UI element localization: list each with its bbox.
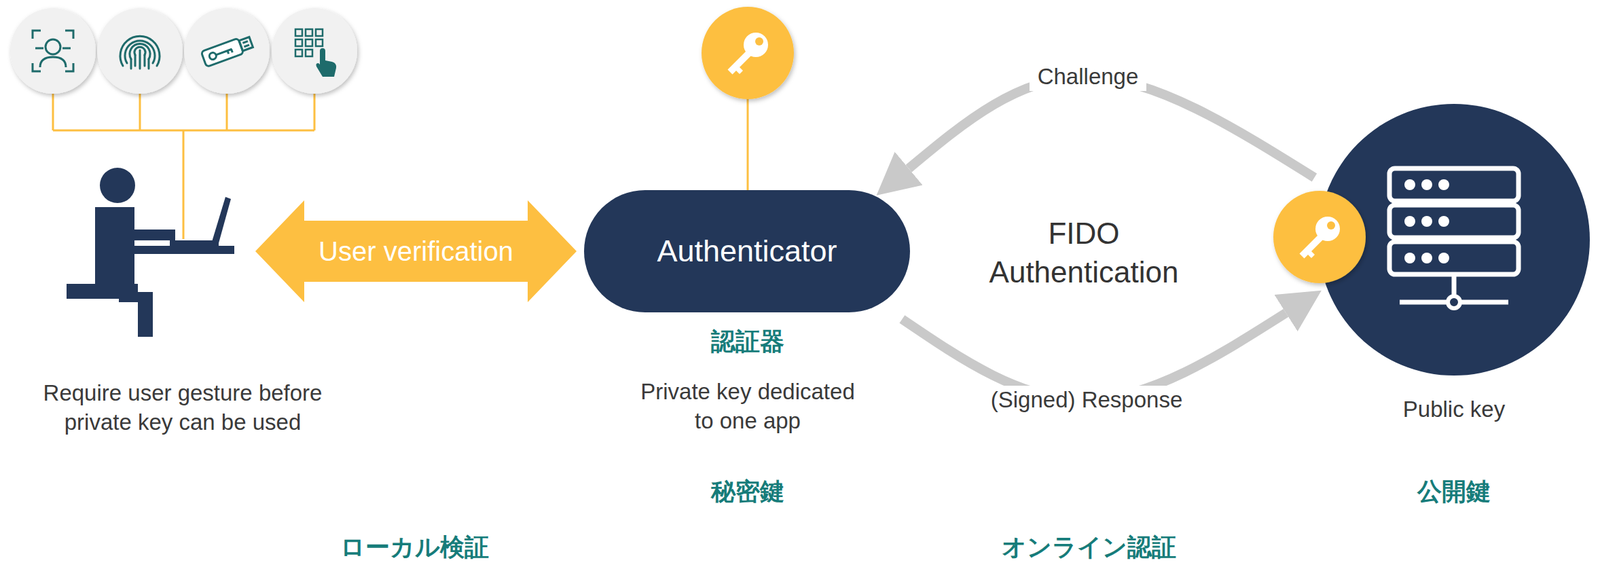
server-icon — [1421, 179, 1433, 191]
server-icon — [1438, 179, 1450, 191]
security-key-icon — [201, 34, 254, 68]
server-icon — [1273, 190, 1366, 284]
server-icon — [1421, 252, 1433, 264]
node-text: Authenticator — [656, 231, 837, 272]
security-key-icon — [184, 8, 270, 94]
section-label: オンライン認証 — [1001, 531, 1177, 565]
node-text: Private key dedicated to one app — [630, 377, 866, 436]
server-icon — [1438, 252, 1450, 264]
method-bracket — [52, 93, 315, 240]
server-icon — [1421, 215, 1433, 227]
server-icon — [1389, 205, 1519, 238]
face-scan-icon — [35, 47, 71, 50]
security-key-icon — [239, 36, 254, 51]
keypad-icon — [271, 8, 358, 94]
authenticator-pill: Authenticator認証器Private key dedicated to… — [584, 190, 911, 313]
server-icon — [1438, 215, 1450, 227]
security-key-icon — [242, 41, 250, 47]
face-scan-icon — [45, 39, 61, 55]
private-key-icon — [747, 99, 750, 192]
japanese-label: 秘密鍵 — [711, 475, 785, 509]
private-key-icon — [728, 32, 769, 75]
security-key-icon — [215, 48, 233, 58]
security-key-icon — [208, 51, 218, 61]
verification-arrow — [255, 200, 577, 303]
user-figure: Require user gesture before private key … — [66, 168, 245, 337]
keypad-icon — [315, 29, 323, 36]
fingerprint-icon — [120, 35, 160, 69]
face-scan-icon — [32, 30, 74, 72]
japanese-label: 公開鍵 — [1417, 475, 1491, 509]
fingerprint-icon — [139, 50, 142, 69]
fingerprint-icon — [97, 8, 183, 94]
edge-label: Challenge — [1029, 62, 1148, 92]
keypad-icon — [295, 39, 303, 47]
user-figure-art — [211, 196, 231, 244]
keypad-icon — [295, 29, 303, 36]
user-figure-art — [99, 167, 136, 204]
server-icon — [1389, 168, 1519, 303]
server-icon — [1447, 296, 1461, 309]
fingerprint-icon — [97, 8, 183, 94]
user-figure-art — [118, 292, 153, 337]
server-icon — [1404, 252, 1416, 264]
server-icon — [1389, 168, 1519, 202]
node-text: 認証器 — [711, 325, 785, 358]
edge-label: (Signed) Response — [982, 385, 1192, 415]
keypad-icon — [315, 48, 337, 77]
fingerprint-icon — [131, 55, 149, 69]
connectors — [255, 76, 1315, 400]
node-text: Require user gesture before private key … — [26, 378, 339, 438]
security-key-icon — [184, 8, 270, 94]
keypad-icon — [305, 39, 313, 47]
private-key-icon — [701, 6, 794, 100]
edge-label: User verification — [318, 234, 514, 268]
user-figure-art — [132, 245, 235, 254]
face-scan-icon — [40, 57, 66, 68]
server-icon — [1404, 179, 1450, 264]
server-icon — [1404, 179, 1416, 191]
keypad-icon — [305, 49, 313, 57]
section-label: ローカル検証 — [340, 531, 489, 565]
private-key-icon — [701, 6, 794, 192]
node-text: Public key — [1403, 395, 1505, 425]
face-scan-icon — [10, 8, 96, 94]
server-icon — [1389, 241, 1519, 275]
keypad-icon — [271, 8, 358, 94]
center-title: FIDO Authentication — [954, 213, 1213, 292]
face-scan-icon — [32, 30, 74, 72]
challenge-arc — [908, 76, 1315, 178]
keypad-icon — [295, 29, 323, 57]
user-figure-art — [66, 167, 235, 337]
server-circle: Public key — [1318, 103, 1590, 376]
keypad-icon — [295, 49, 303, 57]
security-key-icon — [201, 38, 244, 67]
keypad-icon — [305, 29, 313, 36]
user-figure-art — [169, 240, 219, 246]
keypad-icon — [315, 39, 323, 47]
face-scan-icon — [10, 8, 96, 94]
server-icon — [1318, 103, 1590, 376]
server-icon — [1404, 215, 1416, 227]
server-icon — [1299, 216, 1341, 259]
method-bracket — [52, 93, 315, 240]
